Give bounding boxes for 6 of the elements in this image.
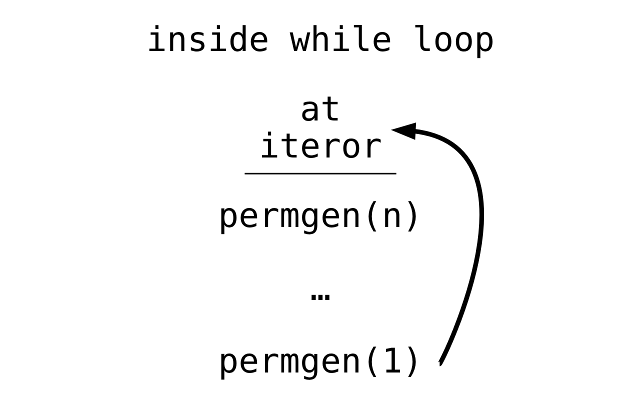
node-text: permgen(1) (218, 342, 422, 382)
node-text: at iteror (258, 89, 382, 167)
node-text: inside while loop (146, 20, 494, 60)
node-text: … (310, 268, 330, 309)
arrow (390, 122, 484, 366)
node-text: permgen(n) (218, 196, 422, 236)
